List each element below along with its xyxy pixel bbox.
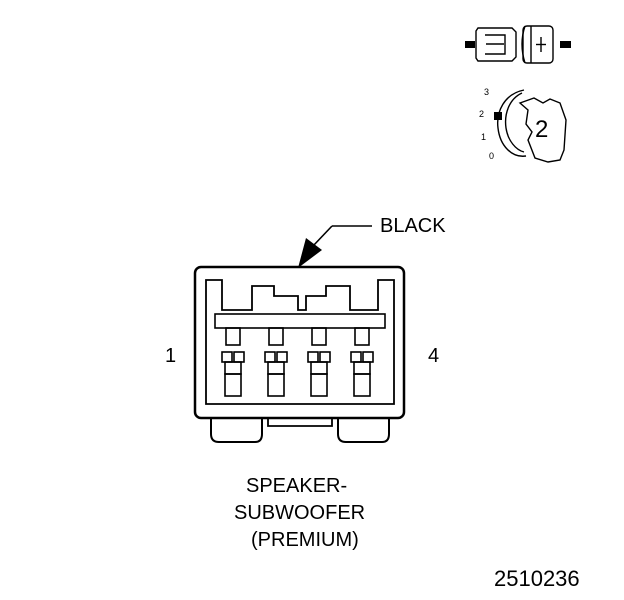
scale-label-0: 0: [489, 151, 495, 161]
pin-cavity: [264, 327, 288, 397]
connector-color-label: BLACK: [380, 215, 446, 237]
pin-cavity: [307, 327, 331, 397]
color-leader-arrow: [298, 225, 372, 268]
pin-number-last: 4: [428, 345, 440, 367]
pin-cavities: [221, 327, 374, 397]
caption-line-3: (PREMIUM): [251, 529, 359, 551]
pin-number-first: 1: [165, 345, 177, 367]
connector-mating-icon: [465, 25, 571, 64]
scale-label-3: 3: [484, 87, 490, 97]
pin-cavity: [221, 327, 245, 397]
view-indicator-icon: [494, 89, 567, 163]
scale-label-1: 1: [481, 132, 487, 142]
scale-label-2: 2: [479, 109, 485, 119]
view-number: 2: [535, 116, 549, 143]
caption-line-1: SPEAKER-: [246, 475, 348, 497]
figure-id: 2510236: [494, 566, 580, 591]
caption-line-2: SUBWOOFER: [234, 502, 366, 524]
connector-body: [193, 265, 406, 443]
pin-cavity: [350, 327, 374, 397]
